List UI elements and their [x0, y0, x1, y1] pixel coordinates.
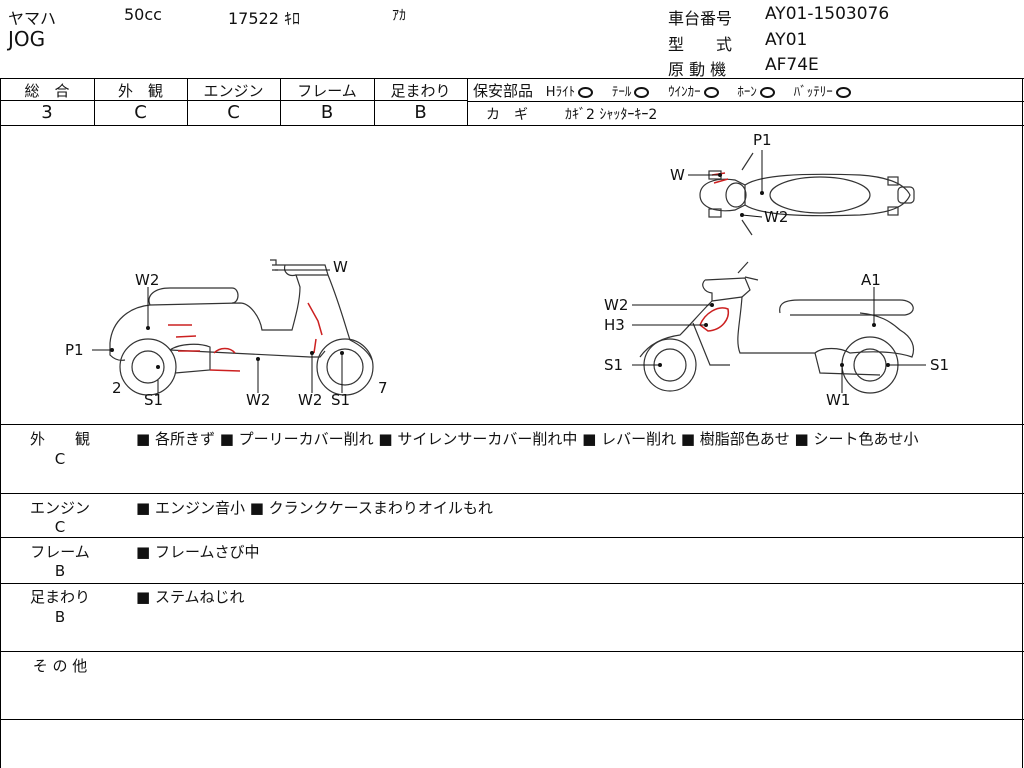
top-view	[699, 152, 915, 236]
grade-exterior: C	[134, 102, 147, 123]
label-w-left: W	[333, 258, 348, 276]
safety-item-headlight: Hﾗｲﾄ	[546, 85, 594, 100]
label-s1-left: S1	[144, 391, 163, 409]
key-label: カ ギ	[486, 107, 528, 123]
label-s1-right-front: S1	[604, 356, 623, 374]
condition-label-suspension: 足まわり	[29, 588, 90, 606]
label-w2-top: W2	[764, 208, 788, 226]
leader-lines	[92, 150, 926, 393]
model-name: JOG	[8, 27, 46, 51]
ok-circle-icon	[703, 87, 719, 98]
condition-text-engine: ■ エンジン音小 ■ クランクケースまわりオイルもれ	[136, 499, 493, 517]
rule	[0, 100, 468, 101]
condition-grade-frame: B	[54, 562, 66, 580]
left-side-view	[109, 259, 374, 396]
label-w2-right: W2	[604, 296, 628, 314]
grade-engine-label: エンジン	[203, 82, 264, 100]
frame-no: AY01-1503076	[765, 4, 890, 24]
rule	[467, 78, 468, 125]
grade-suspension-label: 足まわり	[390, 82, 451, 100]
rule	[0, 78, 1, 768]
engine-label: 原 動 機	[668, 60, 727, 79]
maker: ヤマハ	[8, 9, 57, 28]
condition-label-engine: エンジン	[29, 499, 90, 517]
safety-item-winker: ｳｲﾝｶｰ	[668, 85, 719, 100]
rule	[187, 78, 188, 125]
key-value: ｶｷﾞ2 ｼｬｯﾀｰｷｰ2	[565, 107, 658, 123]
label-s1-left-rear: S1	[331, 391, 350, 409]
safety-item-tail: ﾃｰﾙ	[612, 85, 650, 100]
rule	[374, 78, 375, 125]
label-w2-left: W2	[135, 271, 159, 289]
label-w-top: W	[670, 166, 685, 184]
damage-marks	[168, 172, 730, 372]
condition-label-frame: フレーム	[30, 543, 90, 561]
rule	[0, 537, 1024, 538]
displacement: 50cc	[124, 5, 162, 24]
label-2: 2	[112, 379, 122, 397]
rule	[0, 125, 1024, 126]
type-value: AY01	[765, 30, 808, 50]
ok-circle-icon	[759, 87, 775, 98]
safety-label: 保安部品	[473, 82, 534, 100]
ok-circle-icon	[634, 87, 650, 98]
condition-text-suspension: ■ ステムねじれ	[136, 588, 245, 606]
rule	[1022, 78, 1023, 768]
grade-overall: 3	[41, 102, 53, 123]
right-side-view	[639, 261, 915, 394]
label-p1-left: P1	[65, 341, 84, 359]
rule	[94, 78, 95, 125]
rule	[0, 493, 1024, 494]
condition-grade-exterior: C	[54, 450, 66, 468]
label-s1-right-rear: S1	[930, 356, 949, 374]
rule	[0, 651, 1024, 652]
safety-parts: 保安部品 Hﾗｲﾄ ﾃｰﾙ ｳｲﾝｶｰ ﾎｰﾝ ﾊﾞｯﾃﾘｰ	[473, 80, 851, 101]
color: ｱｶ	[392, 8, 406, 24]
label-w2-bottom-mid: W2	[298, 391, 322, 409]
condition-label-other: そ の 他	[32, 657, 88, 675]
label-w2-bottom-left: W2	[246, 391, 270, 409]
grade-engine: C	[227, 102, 240, 123]
rule	[280, 78, 281, 125]
rule	[0, 78, 1024, 79]
condition-grade-engine: C	[54, 518, 66, 536]
safety-item-horn: ﾎｰﾝ	[737, 85, 775, 100]
condition-grade-suspension: B	[54, 608, 66, 626]
condition-label-exterior: 外 観	[29, 430, 90, 448]
condition-text-exterior: ■ 各所きず ■ プーリーカバー削れ ■ サイレンサーカバー削れ中 ■ レバー削…	[136, 430, 919, 448]
grade-frame-label: フレーム	[297, 82, 357, 100]
label-h3: H3	[604, 316, 625, 334]
engine-value: AF74E	[765, 55, 819, 75]
label-p1-top: P1	[753, 131, 772, 149]
rule	[468, 101, 1024, 102]
safety-item-battery: ﾊﾞｯﾃﾘｰ	[794, 85, 851, 100]
label-7: 7	[378, 379, 388, 397]
label-w1: W1	[826, 391, 850, 409]
ok-circle-icon	[835, 87, 851, 98]
rule	[0, 719, 1024, 720]
label-a1: A1	[861, 271, 881, 289]
grade-overall-label: 総 合	[24, 82, 70, 100]
frame-no-label: 車台番号	[668, 9, 733, 28]
rule	[0, 583, 1024, 584]
grade-frame: B	[320, 102, 334, 123]
grade-suspension: B	[414, 102, 427, 123]
rule	[0, 424, 1024, 425]
scooter-diagram: P1 W W2 W2 W P1 2 S1 W2 W2 S1 7 A1 W2 H3…	[65, 131, 949, 409]
type-label: 型 式	[668, 35, 733, 54]
ok-circle-icon	[578, 87, 594, 98]
grade-exterior-label: 外 観	[117, 82, 163, 100]
mileage: 17522 ｷﾛ	[228, 9, 300, 28]
condition-text-frame: ■ フレームさび中	[136, 543, 260, 561]
